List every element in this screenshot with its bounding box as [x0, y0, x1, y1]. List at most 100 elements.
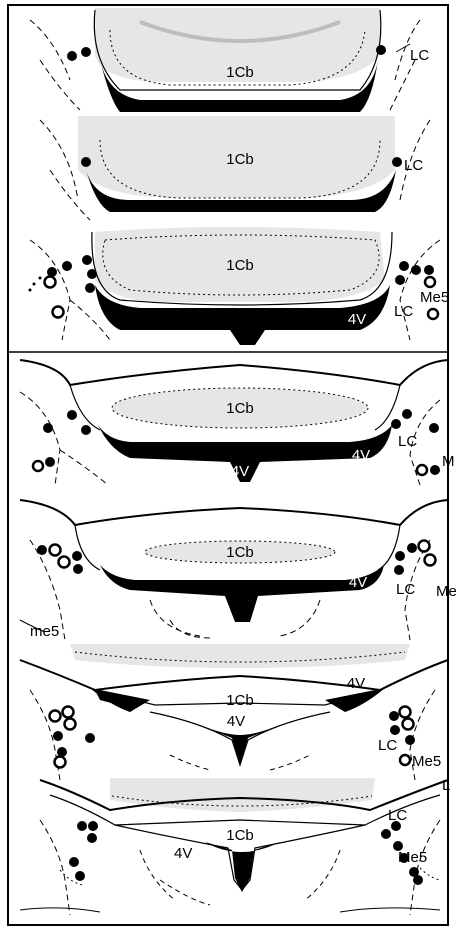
filled-cell-marker	[394, 565, 404, 575]
section-outline-top	[20, 500, 448, 525]
filled-cell-marker	[81, 47, 91, 57]
ventricle-label: 4V	[347, 675, 365, 692]
cb-label: 1Cb	[226, 257, 254, 274]
filled-cell-marker	[389, 711, 399, 721]
filled-cell-marker	[395, 275, 405, 285]
filled-cell-marker	[88, 821, 98, 831]
open-cell-marker	[59, 557, 70, 568]
lc-label: LC	[404, 157, 423, 174]
lc-label: LC	[394, 303, 413, 320]
open-cell-marker	[63, 707, 74, 718]
open-cell-marker	[428, 309, 438, 319]
filled-cell-marker	[390, 725, 400, 735]
open-cell-marker	[45, 277, 56, 288]
ventricle-label: 4V	[348, 311, 366, 328]
open-cell-marker	[53, 307, 64, 318]
dashed-boundary-left	[30, 20, 80, 110]
ventricle-floor	[100, 565, 384, 622]
base-outline	[20, 908, 440, 912]
me5-label: Me5	[398, 849, 427, 866]
filled-cell-marker	[53, 731, 63, 741]
filled-cell-marker	[37, 545, 47, 555]
cb-label: 1Cb	[226, 544, 254, 561]
dot-marker	[39, 277, 42, 280]
filled-cell-marker	[85, 283, 95, 293]
lc-label: LC	[388, 807, 407, 824]
ventricle-label: 4V	[352, 447, 370, 464]
ventricle-label: 4V	[231, 595, 249, 612]
edge-label: L	[442, 777, 450, 794]
dot-marker	[29, 289, 32, 292]
filled-cell-marker	[43, 423, 53, 433]
dashed-boundary-right	[390, 20, 420, 110]
ventricle-label: 4V	[227, 713, 245, 730]
filled-cell-marker	[87, 833, 97, 843]
open-cell-marker	[400, 755, 410, 765]
dotted-outline	[420, 868, 440, 880]
open-cell-marker	[55, 757, 66, 768]
me5-label: Me	[436, 583, 456, 600]
open-cell-marker	[417, 465, 427, 475]
open-cell-marker	[50, 545, 61, 556]
filled-cell-marker	[381, 829, 391, 839]
filled-cell-marker	[77, 821, 87, 831]
cb-label: 1Cb	[226, 400, 254, 417]
section-5: 1Cb 4V 4V LC Me me5	[20, 500, 456, 640]
me5-tract-label: me5	[30, 623, 59, 640]
dot-marker	[33, 283, 36, 286]
filled-cell-marker	[67, 410, 77, 420]
section-7: 1Cb 4V LC Me5	[20, 778, 448, 915]
edge-label: M	[442, 453, 455, 470]
lc-label: LC	[396, 581, 415, 598]
filled-cell-marker	[399, 261, 409, 271]
filled-cell-marker	[395, 551, 405, 561]
filled-cell-marker	[69, 857, 79, 867]
cb-label: 1Cb	[226, 692, 254, 709]
filled-cell-marker	[424, 265, 434, 275]
dashed-boundary-left	[20, 392, 108, 485]
cb-label: 1Cb	[226, 64, 254, 81]
section-4: 1Cb 4V 4V LC M	[20, 360, 455, 485]
open-cell-marker	[33, 461, 43, 471]
filled-cell-marker	[87, 269, 97, 279]
cb-label: 1Cb	[226, 151, 254, 168]
leader-line	[396, 44, 410, 52]
open-cell-marker	[400, 707, 411, 718]
filled-cell-marker	[405, 735, 415, 745]
open-cell-marker	[50, 711, 61, 722]
lc-label: LC	[378, 737, 397, 754]
filled-cell-marker	[62, 261, 72, 271]
open-cell-marker	[425, 277, 435, 287]
section-6: 1Cb 4V 4V LC Me5 L	[20, 644, 450, 794]
filled-cell-marker	[67, 51, 77, 61]
section-outline-top	[20, 360, 448, 385]
filled-cell-marker	[81, 157, 91, 167]
filled-cell-marker	[85, 733, 95, 743]
lc-label: LC	[398, 433, 417, 450]
filled-cell-marker	[407, 543, 417, 553]
filled-cell-marker	[391, 419, 401, 429]
filled-cell-marker	[392, 157, 402, 167]
lc-label: LC	[410, 47, 429, 64]
me5-label: Me5	[420, 289, 449, 306]
filled-cell-marker	[81, 425, 91, 435]
section-1: 1Cb LC	[30, 8, 429, 112]
filled-cell-marker	[75, 871, 85, 881]
open-cell-marker	[403, 719, 414, 730]
filled-cell-marker	[402, 409, 412, 419]
cerebellum-region	[110, 778, 375, 812]
filled-cell-marker	[73, 564, 83, 574]
filled-cell-marker	[72, 551, 82, 561]
ventricle-label: 4V	[174, 845, 192, 862]
section-2: 1Cb LC	[40, 116, 430, 220]
me5-label: Me5	[412, 753, 441, 770]
filled-cell-marker	[429, 423, 439, 433]
ventricle-label: 4V	[349, 574, 367, 591]
ventricle-wing-left	[90, 688, 150, 712]
open-cell-marker	[419, 541, 430, 552]
filled-cell-marker	[411, 265, 421, 275]
filled-cell-marker	[430, 465, 440, 475]
section-3: 1Cb 4V LC Me5	[29, 227, 450, 345]
